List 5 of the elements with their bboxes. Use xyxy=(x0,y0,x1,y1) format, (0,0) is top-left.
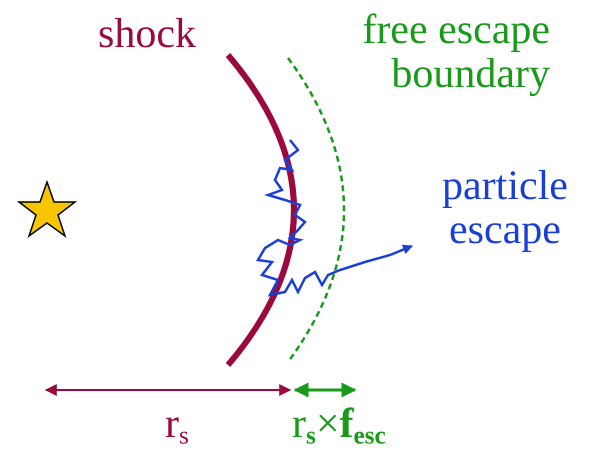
escape-distance-label: r$_{s}$×f$_{esc}$ xyxy=(292,402,386,452)
boundary-label: free escape boundary xyxy=(361,8,550,96)
escape-label: particle escape xyxy=(441,164,569,252)
shock-label: shock xyxy=(98,12,196,56)
radius-label: r$_{s}$ xyxy=(165,402,189,452)
